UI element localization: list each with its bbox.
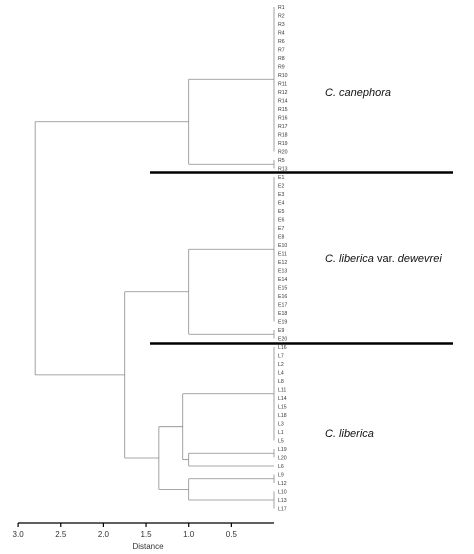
leaf-label-e15: E15 [278, 285, 287, 291]
leaf-label-e12: E12 [278, 260, 287, 266]
leaf-label-e14: E14 [278, 277, 287, 283]
leaf-label-l6: L6 [278, 464, 284, 470]
leaf-label-r3: R3 [278, 22, 285, 28]
leaf-label-e1: E1 [278, 175, 284, 181]
leaf-label-l3: L3 [278, 421, 284, 427]
leaf-label-l4: L4 [278, 370, 284, 376]
leaf-label-r7: R7 [278, 47, 285, 53]
leaf-label-e2: E2 [278, 183, 284, 189]
leaf-label-e7: E7 [278, 226, 284, 232]
leaf-label-l15: L15 [278, 404, 287, 410]
leaf-label-e8: E8 [278, 234, 284, 240]
leaf-label-l13: L13 [278, 498, 287, 504]
leaf-label-l1: L1 [278, 430, 284, 436]
dendrogram-branches [34, 7, 275, 509]
leaf-label-l7: L7 [278, 353, 284, 359]
leaf-label-l20: L20 [278, 455, 287, 461]
leaf-label-l10: L10 [278, 489, 287, 495]
leaf-label-r20: R20 [278, 149, 288, 155]
leaf-label-e20: E20 [278, 336, 287, 342]
leaf-label-r4: R4 [278, 30, 285, 36]
tick-label-4: 1.0 [183, 530, 195, 539]
group-label-part-0: C. canephora [325, 87, 391, 99]
leaf-label-r9: R9 [278, 64, 285, 70]
leaf-label-e5: E5 [278, 209, 284, 215]
leaf-label-l9: L9 [278, 472, 284, 478]
leaf-labels: R1R2R3R4R6R7R8R9R10R11R12R14R15R16R17R18… [278, 5, 288, 512]
leaf-label-l12: L12 [278, 481, 287, 487]
leaf-label-e19: E19 [278, 319, 287, 325]
leaf-label-r11: R11 [278, 81, 287, 87]
leaf-label-r5: R5 [278, 158, 285, 164]
leaf-label-l11: L11 [278, 387, 286, 393]
leaf-label-r12: R12 [278, 90, 288, 96]
leaf-label-l18: L18 [278, 413, 287, 419]
leaf-label-l5: L5 [278, 438, 284, 444]
leaf-label-e9: E9 [278, 328, 284, 334]
leaf-label-l19: L19 [278, 447, 287, 453]
leaf-label-e16: E16 [278, 294, 287, 300]
axis-title: Distance [132, 542, 164, 551]
leaf-label-l17: L17 [278, 506, 287, 512]
leaf-label-r8: R8 [278, 56, 285, 62]
tick-label-3: 1.5 [140, 530, 152, 539]
leaf-label-r15: R15 [278, 107, 288, 113]
leaf-label-r2: R2 [278, 13, 285, 19]
tick-label-5: 0.5 [226, 530, 238, 539]
tick-label-2: 2.0 [98, 530, 110, 539]
tick-label-1: 2.5 [55, 530, 67, 539]
leaf-label-e10: E10 [278, 243, 287, 249]
group-label-part-0: C. liberica [325, 253, 374, 265]
leaf-label-r14: R14 [278, 98, 288, 104]
leaf-label-r17: R17 [278, 124, 288, 130]
leaf-label-e13: E13 [278, 268, 287, 274]
leaf-label-r10: R10 [278, 73, 288, 79]
group-label-part-1: var. [374, 253, 398, 265]
group-label-part-0: C. liberica [325, 428, 374, 440]
leaf-label-e18: E18 [278, 311, 287, 317]
leaf-label-l2: L2 [278, 362, 284, 368]
leaf-label-r18: R18 [278, 132, 288, 138]
leaf-label-r6: R6 [278, 39, 285, 45]
group-label-canephora: C. canephora [325, 87, 391, 99]
leaf-label-r1: R1 [278, 5, 285, 11]
leaf-label-e11: E11 [278, 251, 287, 257]
leaf-label-l14: L14 [278, 396, 287, 402]
leaf-label-e4: E4 [278, 200, 284, 206]
leaf-label-r19: R19 [278, 141, 288, 147]
distance-axis: 3.0 2.5 2.0 1.5 1.0 0.5 [13, 522, 274, 539]
leaf-label-l8: L8 [278, 379, 284, 385]
tick-label-0: 3.0 [13, 530, 25, 539]
leaf-label-e17: E17 [278, 302, 287, 308]
group-label-part-2: dewevrei [398, 253, 443, 265]
leaf-label-e6: E6 [278, 217, 284, 223]
group-label-liberica-dewevrei: C. liberica var. dewevrei [325, 253, 442, 265]
group-label-liberica: C. liberica [325, 428, 374, 440]
leaf-label-e3: E3 [278, 192, 284, 198]
leaf-label-l16: L16 [278, 345, 287, 351]
leaf-label-r16: R16 [278, 115, 288, 121]
leaf-label-r13: R13 [278, 166, 288, 172]
